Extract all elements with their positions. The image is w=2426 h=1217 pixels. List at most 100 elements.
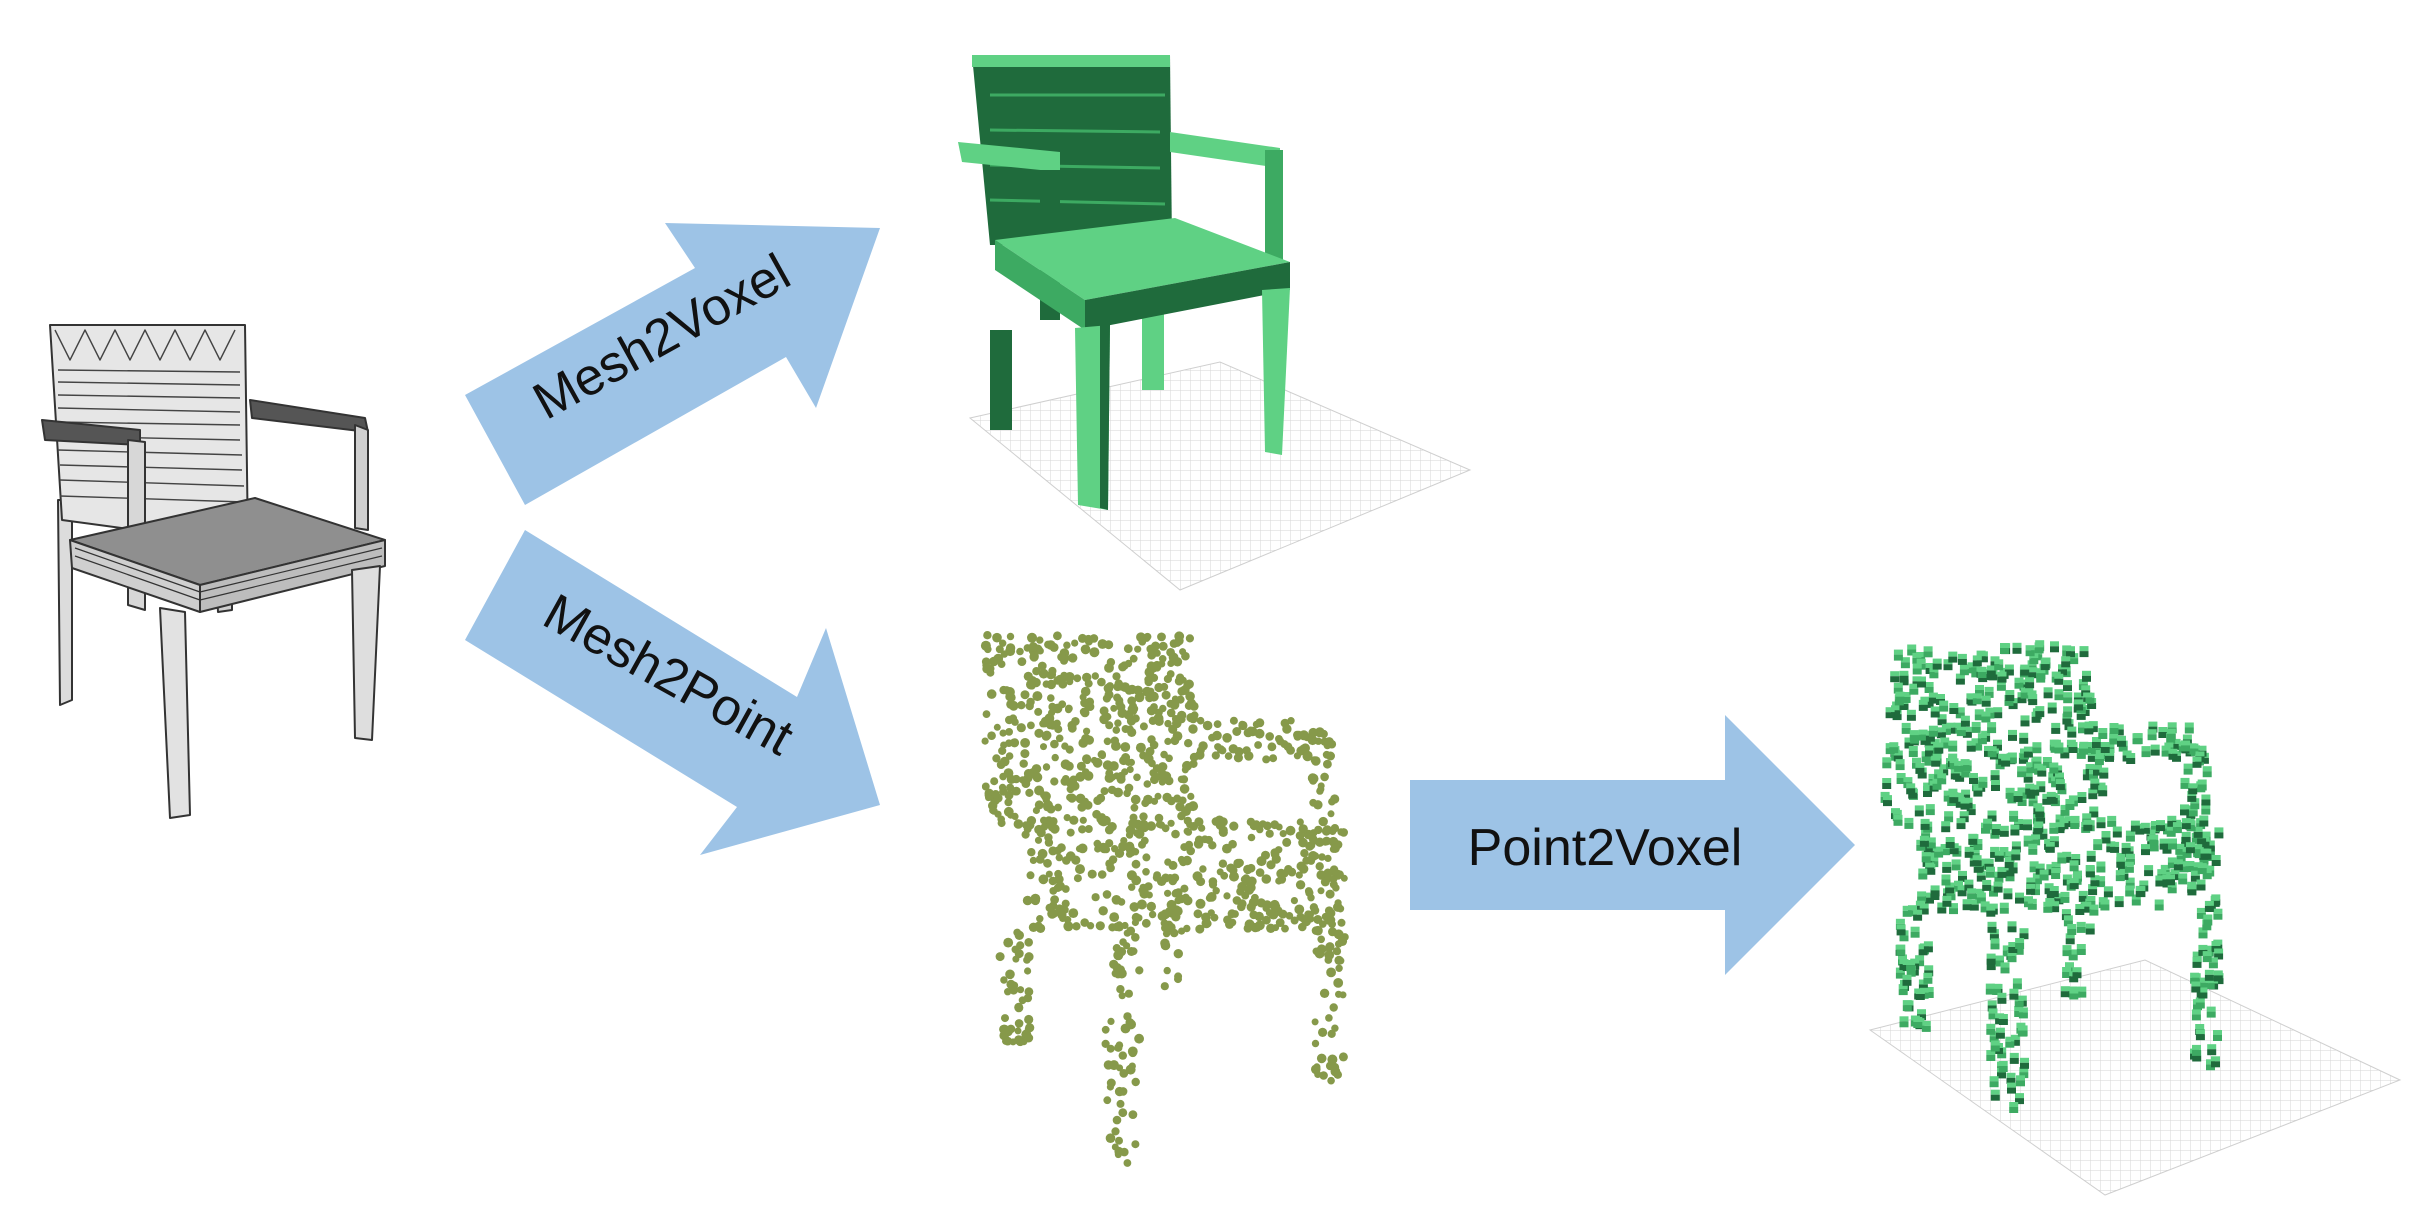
voxel-cube: [1930, 706, 1940, 718]
point: [1139, 812, 1148, 821]
point: [1054, 869, 1063, 878]
voxel-cube: [2066, 646, 2075, 658]
voxel-cube: [1958, 870, 1967, 882]
voxel-cube: [1994, 659, 2004, 671]
point: [1112, 672, 1121, 681]
point: [1099, 706, 1109, 716]
voxel-cube: [1906, 960, 1916, 972]
point: [1011, 718, 1019, 726]
point: [1196, 716, 1205, 725]
point: [1295, 880, 1306, 890]
point: [1154, 813, 1164, 823]
point: [1227, 909, 1237, 919]
voxel-cube: [1924, 987, 1934, 998]
voxel-cube: [1991, 780, 2000, 791]
point: [1315, 862, 1324, 871]
point: [1261, 874, 1272, 884]
voxel-cube: [1891, 705, 1900, 717]
point: [1276, 737, 1285, 746]
voxel-cube: [2065, 799, 2075, 810]
point: [1131, 875, 1142, 886]
voxel-cube: [2084, 723, 2094, 735]
voxel-cube: [2054, 689, 2064, 701]
point: [1243, 864, 1253, 875]
voxel-cube: [2197, 779, 2207, 791]
point: [1009, 738, 1020, 748]
point: [1109, 761, 1119, 771]
voxel-cube: [2101, 832, 2111, 844]
voxel-cube: [1915, 762, 1925, 774]
point: [1311, 1018, 1319, 1026]
point: [1285, 825, 1296, 836]
point: [1079, 816, 1087, 824]
point: [1298, 824, 1308, 834]
point: [1338, 1052, 1348, 1062]
point: [1316, 1053, 1327, 1064]
point: [1029, 651, 1039, 661]
voxel-cube: [2037, 765, 2047, 777]
point: [1235, 858, 1244, 868]
voxel-cube: [2154, 899, 2164, 911]
voxel-cube: [2063, 706, 2073, 718]
point: [1106, 1083, 1114, 1091]
point: [1194, 817, 1204, 827]
voxel-cube: [2211, 855, 2221, 866]
point: [1244, 752, 1253, 761]
voxel-chair-image: [958, 55, 1472, 591]
point: [1080, 708, 1090, 718]
point: [1025, 1023, 1035, 1033]
voxel-cube: [2133, 733, 2143, 745]
point: [1214, 743, 1222, 751]
voxel-cube: [1949, 903, 1958, 915]
point: [1034, 921, 1043, 929]
point: [1167, 819, 1175, 827]
voxel-cube: [2067, 726, 2077, 738]
voxel-cube: [1919, 835, 1929, 847]
point: [1166, 648, 1175, 657]
point: [1175, 802, 1185, 812]
voxel-cube: [1984, 686, 1994, 698]
voxel-cube: [1882, 778, 1892, 789]
voxel-cube: [2096, 861, 2106, 873]
voxel-cube: [2063, 915, 2073, 927]
point: [1314, 948, 1325, 959]
point: [1083, 727, 1091, 735]
point: [1194, 835, 1204, 845]
point: [1034, 836, 1043, 844]
point: [1016, 986, 1025, 994]
point: [1281, 924, 1289, 933]
voxel-cube: [2032, 873, 2042, 885]
voxel-cube: [2014, 1006, 2024, 1017]
voxel-cube: [2189, 743, 2199, 755]
voxel-cube: [1944, 811, 1954, 823]
voxel-cube: [1995, 1027, 2005, 1039]
point: [1022, 895, 1033, 906]
point: [1014, 1019, 1024, 1028]
point: [1103, 737, 1112, 746]
point: [1142, 686, 1152, 697]
point: [1092, 757, 1103, 768]
voxel-cube: [2201, 803, 2211, 815]
point: [1057, 652, 1066, 662]
voxel-cube: [2202, 766, 2212, 778]
point: [1279, 830, 1287, 838]
point: [1135, 966, 1144, 975]
voxel-cube: [1987, 810, 1997, 822]
point: [1007, 811, 1015, 819]
point: [1128, 1110, 1138, 1119]
point: [1311, 926, 1321, 935]
voxel-cube: [1960, 798, 1970, 810]
point: [1247, 833, 1256, 842]
point: [1266, 860, 1276, 870]
point: [1128, 883, 1136, 891]
point: [1328, 797, 1336, 806]
point: [1204, 835, 1213, 845]
point: [1166, 708, 1176, 718]
point: [1243, 728, 1253, 738]
point: [1083, 756, 1092, 765]
point: [1080, 918, 1089, 927]
point: [1025, 770, 1035, 779]
voxel-cube: [1966, 740, 1976, 752]
ground-grid-2: [1868, 959, 2402, 1196]
point: [1050, 739, 1059, 749]
